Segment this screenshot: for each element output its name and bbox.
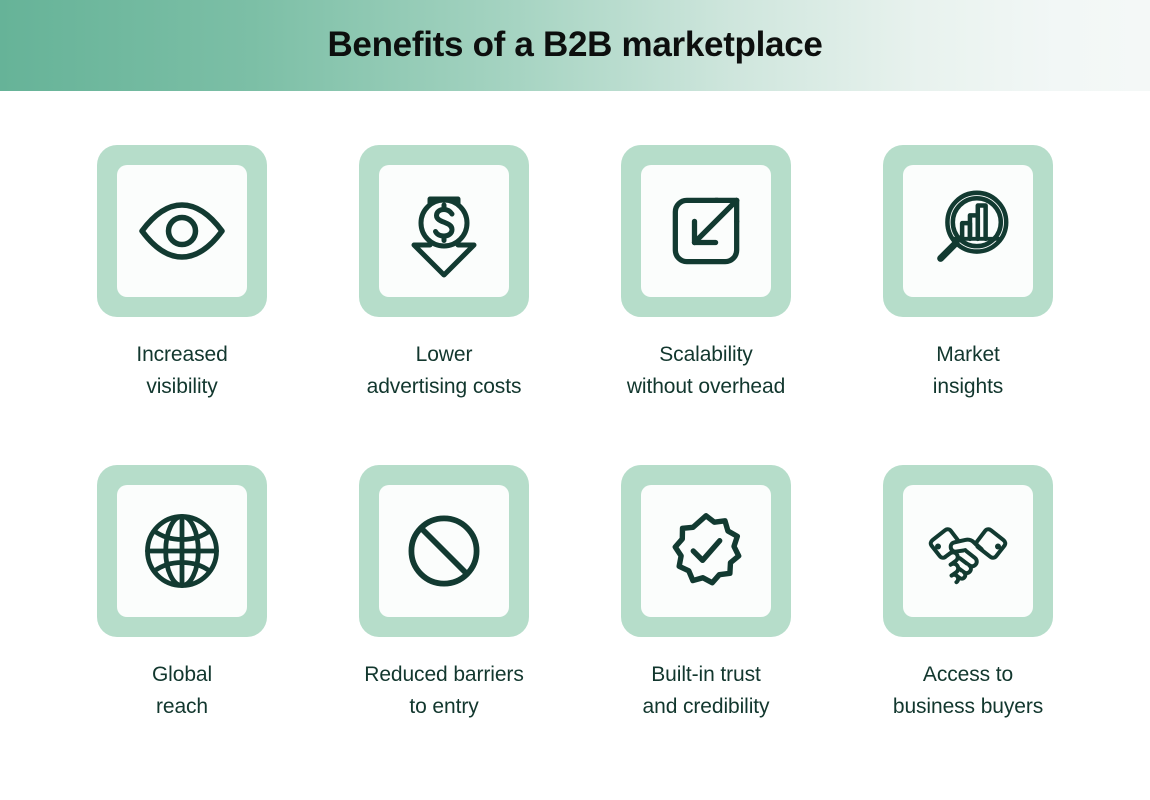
icon-tile bbox=[883, 145, 1053, 317]
benefit-caption: Access to business buyers bbox=[892, 663, 1044, 718]
benefit-caption: Scalability without overhead bbox=[626, 343, 786, 398]
header-banner: Benefits of a B2B marketplace bbox=[0, 0, 1150, 91]
benefit-caption: Lower advertising costs bbox=[366, 343, 522, 398]
icon-tile bbox=[883, 465, 1053, 637]
icon-tile-inner bbox=[903, 165, 1033, 297]
benefit-card-increased-visibility: Increased visibility bbox=[51, 145, 313, 465]
eye-icon bbox=[139, 202, 225, 260]
icon-tile bbox=[97, 465, 267, 637]
benefit-card-built-in-trust-and-credibility: Built-in trust and credibility bbox=[575, 465, 837, 785]
icon-tile bbox=[621, 465, 791, 637]
benefit-caption: Increased visibility bbox=[136, 343, 228, 398]
benefit-card-access-to-business-buyers: Access to business buyers bbox=[837, 465, 1099, 785]
benefit-caption: Reduced barriers to entry bbox=[364, 663, 524, 718]
benefit-caption: Built-in trust and credibility bbox=[642, 663, 770, 718]
benefit-card-global-reach: Global reach bbox=[51, 465, 313, 785]
icon-tile-inner bbox=[641, 485, 771, 617]
icon-tile-inner bbox=[641, 165, 771, 297]
expand-arrow-icon bbox=[672, 197, 740, 265]
magnifier-bar-chart-icon bbox=[937, 190, 1009, 262]
benefit-card-lower-advertising-costs: Lower advertising costs bbox=[313, 145, 575, 465]
icon-tile-inner bbox=[379, 485, 509, 617]
benefit-caption: Market insights bbox=[932, 343, 1004, 398]
icon-tile-inner bbox=[379, 165, 509, 297]
handshake-icon bbox=[928, 527, 1008, 585]
globe-icon bbox=[145, 514, 219, 588]
verified-badge-icon bbox=[672, 513, 742, 586]
benefit-card-reduced-barriers-to-entry: Reduced barriers to entry bbox=[313, 465, 575, 785]
benefits-grid: Increased visibility bbox=[0, 91, 1150, 800]
icon-tile bbox=[97, 145, 267, 317]
page-title: Benefits of a B2B marketplace bbox=[327, 25, 823, 64]
icon-tile-inner bbox=[117, 485, 247, 617]
icon-tile bbox=[621, 145, 791, 317]
benefit-card-market-insights: Market insights bbox=[837, 145, 1099, 465]
icon-tile bbox=[359, 465, 529, 637]
prohibition-icon bbox=[408, 515, 480, 587]
dollar-down-arrow-icon bbox=[411, 196, 477, 278]
icon-tile-inner bbox=[903, 485, 1033, 617]
benefit-card-scalability-without-overhead: Scalability without overhead bbox=[575, 145, 837, 465]
benefit-caption: Global reach bbox=[151, 663, 213, 718]
icon-tile-inner bbox=[117, 165, 247, 297]
icon-tile bbox=[359, 145, 529, 317]
